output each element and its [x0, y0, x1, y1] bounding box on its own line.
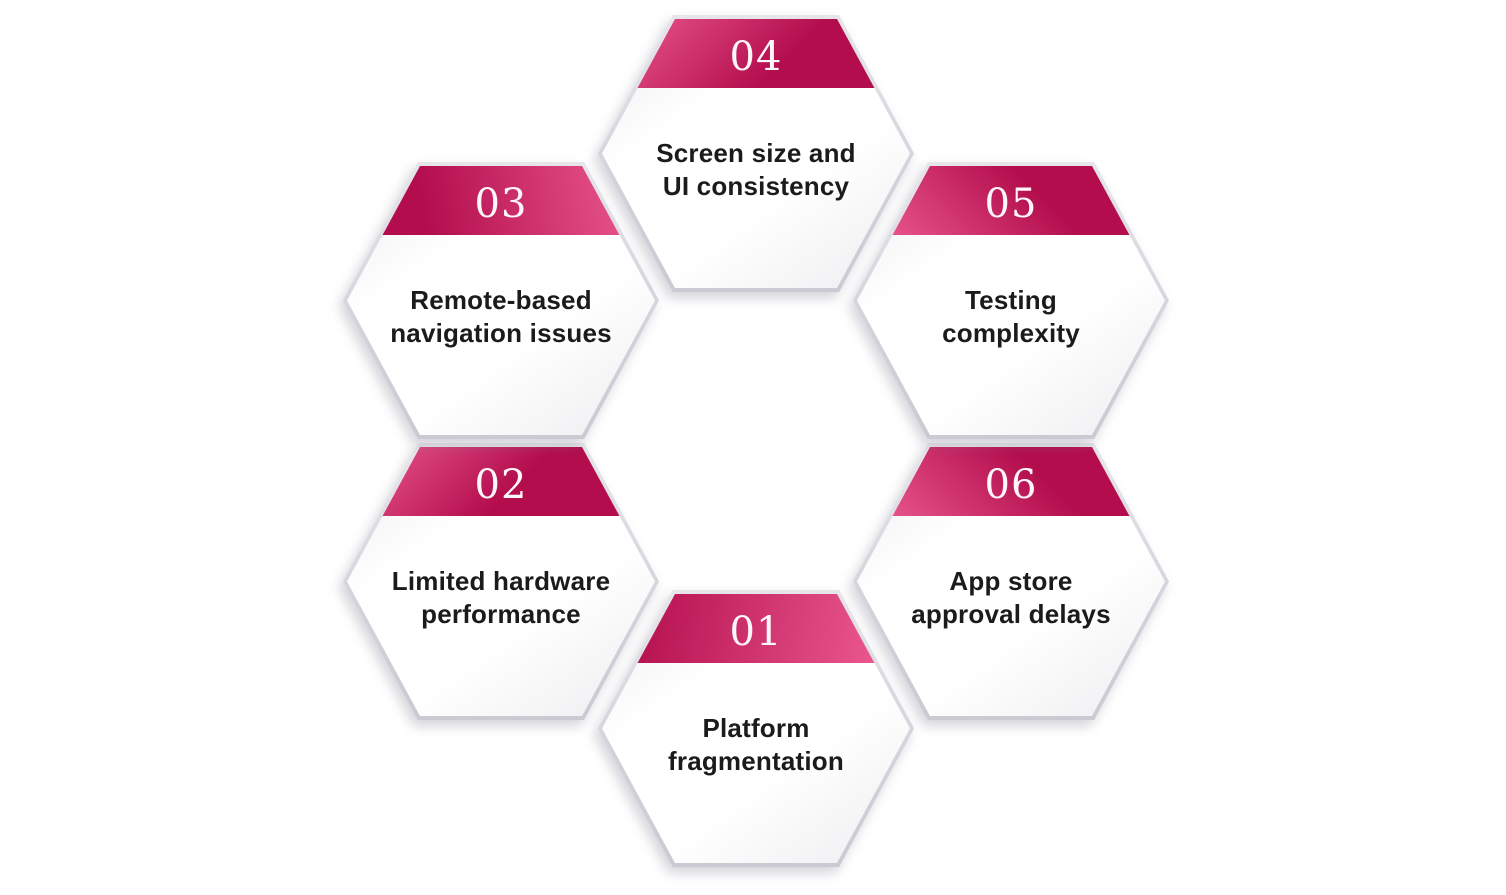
hexagon-04-screen-size-ui-consistency: 04 Screen size and UI consistency	[598, 15, 914, 292]
label-line: fragmentation	[668, 745, 844, 776]
hexagon-label: App store approval delays	[872, 517, 1149, 678]
label-line: approval delays	[911, 598, 1111, 629]
hexagon-label: Remote-based navigation issues	[362, 236, 639, 397]
hexagon-number-band: 02	[347, 447, 655, 516]
hexagon-body: 04 Screen size and UI consistency	[602, 19, 910, 288]
hexagon-number: 05	[984, 180, 1038, 227]
label-line: performance	[421, 598, 581, 629]
hexagon-01-platform-fragmentation: 01 Platform fragmentation	[598, 590, 914, 867]
label-line: Platform	[702, 712, 810, 743]
label-line: complexity	[942, 317, 1080, 348]
hexagon-06-app-store-approval-delays: 06 App store approval delays	[853, 443, 1169, 720]
hexagon-number: 03	[474, 180, 528, 227]
label-line: UI consistency	[662, 170, 850, 201]
hexagon-02-limited-hardware-performance: 02 Limited hardware performance	[343, 443, 659, 720]
hexagon-number: 02	[474, 461, 528, 508]
hexagon-number: 01	[729, 608, 783, 655]
label-line: App store	[949, 565, 1073, 596]
label-line: Screen size and	[656, 137, 856, 168]
hexagon-body: 01 Platform fragmentation	[602, 594, 910, 863]
hexagon-label: Testing complexity	[872, 236, 1149, 397]
hexagon-number: 06	[984, 461, 1038, 508]
label-line: Testing	[965, 284, 1057, 315]
hexagon-05-testing-complexity: 05 Testing complexity	[853, 162, 1169, 439]
hexagon-label: Platform fragmentation	[617, 664, 894, 825]
label-line: navigation issues	[390, 317, 612, 348]
hexagon-number-band: 04	[602, 19, 910, 88]
hexagon-label: Limited hardware performance	[362, 517, 639, 678]
hexagon-03-remote-based-navigation-issues: 03 Remote-based navigation issues	[343, 162, 659, 439]
hexagon-body: 03 Remote-based navigation issues	[347, 166, 655, 435]
hexagon-body: 02 Limited hardware performance	[347, 447, 655, 716]
label-line: Limited hardware	[391, 565, 611, 596]
label-line: Remote-based	[410, 284, 592, 315]
hexagon-label: Screen size and UI consistency	[617, 89, 894, 250]
hexagon-body: 06 App store approval delays	[857, 447, 1165, 716]
hexagon-number: 04	[729, 33, 783, 80]
hexagon-number-band: 06	[857, 447, 1165, 516]
